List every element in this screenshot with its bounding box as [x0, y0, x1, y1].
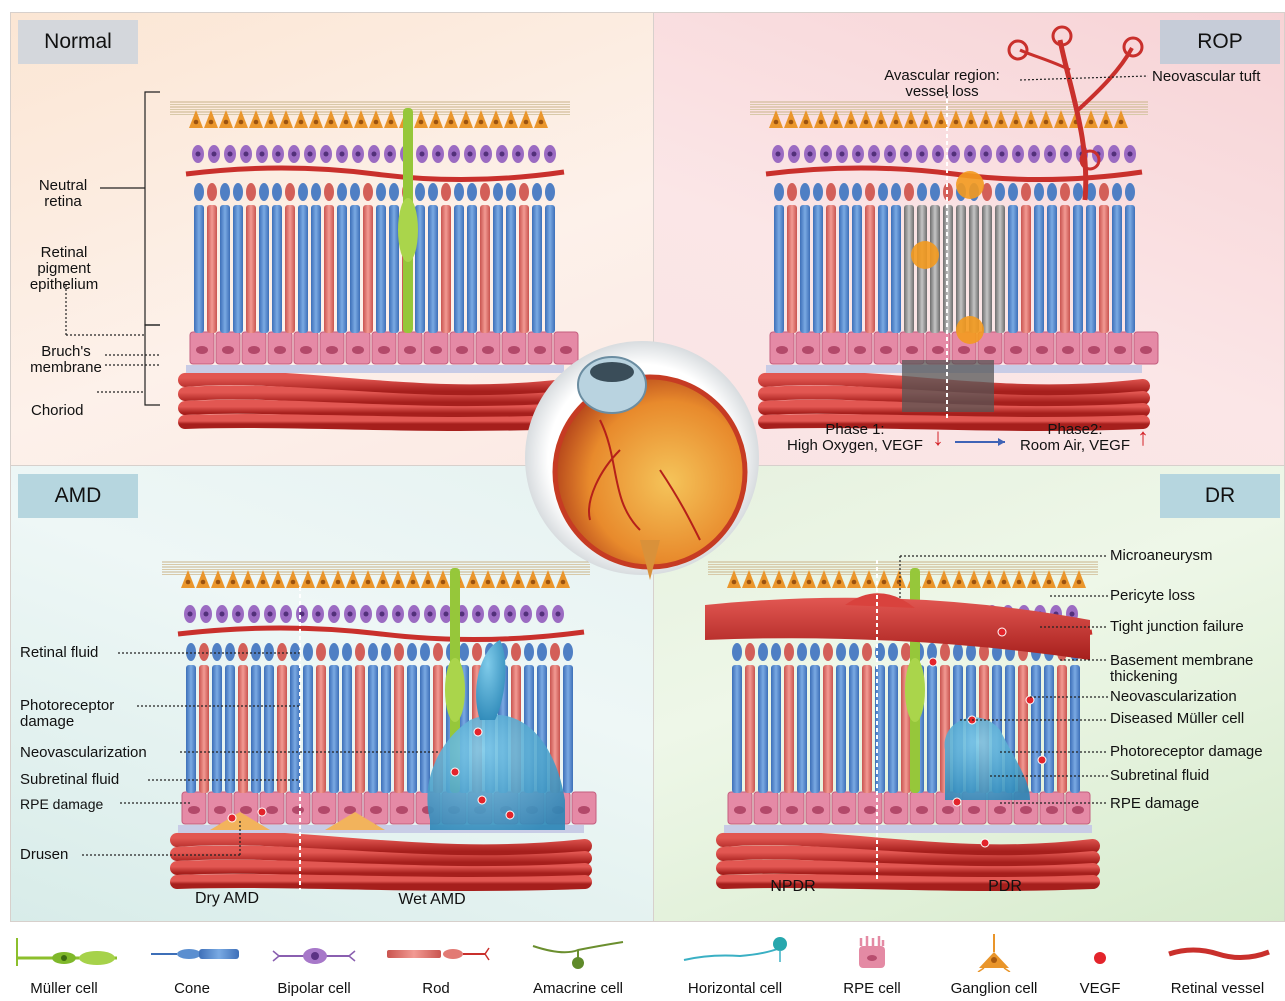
legend-label: RPE cell [843, 980, 901, 997]
dr-pericyte-loss-label: Pericyte loss [1110, 588, 1195, 604]
amd-neovascularization-label: Neovascularization [20, 745, 147, 761]
dr-tight-junction-label: Tight junction failure [1110, 619, 1244, 635]
neovascular-tuft-label: Neovascular tuft [1152, 69, 1260, 85]
dr-rpe-damage-label: RPE damage [1110, 796, 1199, 812]
wet-amd-label: Wet AMD [384, 891, 480, 909]
rod-icon [381, 932, 491, 972]
vegf-icon [1045, 932, 1155, 972]
amd-rpe-damage-label: RPE damage [20, 796, 103, 812]
bipolar-cell-icon [259, 932, 369, 972]
horizontal-cell-icon [680, 932, 790, 972]
rpe-layer-label: Retinal pigment epithelium [18, 245, 110, 293]
muller-cell-icon [9, 932, 119, 972]
retina-illustration [0, 0, 1285, 930]
dr-photoreceptor-label: Photoreceptor damage [1110, 744, 1263, 760]
legend-muller: Müller cell [0, 932, 128, 1001]
amd-subretinal-fluid-label: Subretinal fluid [20, 772, 119, 788]
legend-label: Ganglion cell [951, 980, 1038, 997]
legend-rod: Rod [372, 932, 500, 1001]
legend-horizontal: Horizontal cell [671, 932, 799, 1001]
legend-vessel: Retinal vessel [1150, 932, 1285, 1001]
retinal-vessel-icon [1163, 932, 1273, 972]
phase1-label: Phase 1: High Oxygen, VEGF [780, 422, 930, 454]
amd-drusen-label: Drusen [20, 847, 68, 863]
dr-muller-label: Diseased Müller cell [1110, 711, 1244, 727]
legend-label: Amacrine cell [533, 980, 623, 997]
rpe-cell-icon [817, 932, 927, 972]
phase1-detail: High Oxygen, VEGF [787, 437, 923, 454]
amd-retinal-fluid-label: Retinal fluid [20, 645, 98, 661]
neutral-retina-label: Neutral retina [26, 178, 100, 210]
amd-photoreceptor-damage-label: Photoreceptor damage [20, 698, 138, 730]
bruchs-membrane-label: Bruch's membrane [20, 344, 112, 376]
legend-label: Retinal vessel [1171, 980, 1264, 997]
legend-label: Rod [422, 980, 450, 997]
legend-rpe: RPE cell [808, 932, 936, 1001]
legend-cone: Cone [128, 932, 256, 1001]
phase1-title: Phase 1: [825, 421, 884, 438]
pdr-label: PDR [975, 878, 1035, 896]
legend-label: VEGF [1080, 980, 1121, 997]
phase2-label: Phase2: Room Air, VEGF [1010, 422, 1140, 454]
legend-vegf: VEGF [1036, 932, 1164, 1001]
legend-bipolar: Bipolar cell [250, 932, 378, 1001]
dr-microaneurysm-label: Microaneurysm [1110, 548, 1213, 564]
legend-label: Bipolar cell [277, 980, 350, 997]
phase1-arrow-down-icon: ↓ [932, 424, 944, 452]
choriod-label: Choriod [31, 403, 84, 419]
ganglion-cell-icon [939, 932, 1049, 972]
dr-neovascularization-label: Neovascularization [1110, 689, 1237, 705]
legend-label: Müller cell [30, 980, 98, 997]
phase2-title: Phase2: [1047, 421, 1102, 438]
legend-label: Cone [174, 980, 210, 997]
npdr-label: NPDR [758, 878, 828, 896]
phase2-arrow-up-icon: ↑ [1137, 424, 1149, 452]
dr-subretinal-label: Subretinal fluid [1110, 768, 1209, 784]
dry-amd-label: Dry AMD [182, 890, 272, 908]
cone-icon [137, 932, 247, 972]
phase2-detail: Room Air, VEGF [1020, 437, 1130, 454]
amacrine-cell-icon [523, 932, 633, 972]
legend-amacrine: Amacrine cell [514, 932, 642, 1001]
legend-label: Horizontal cell [688, 980, 782, 997]
dr-basement-label: Basement membrane thickening [1110, 653, 1275, 685]
avascular-region-label: Avascular region: vessel loss [872, 68, 1012, 100]
